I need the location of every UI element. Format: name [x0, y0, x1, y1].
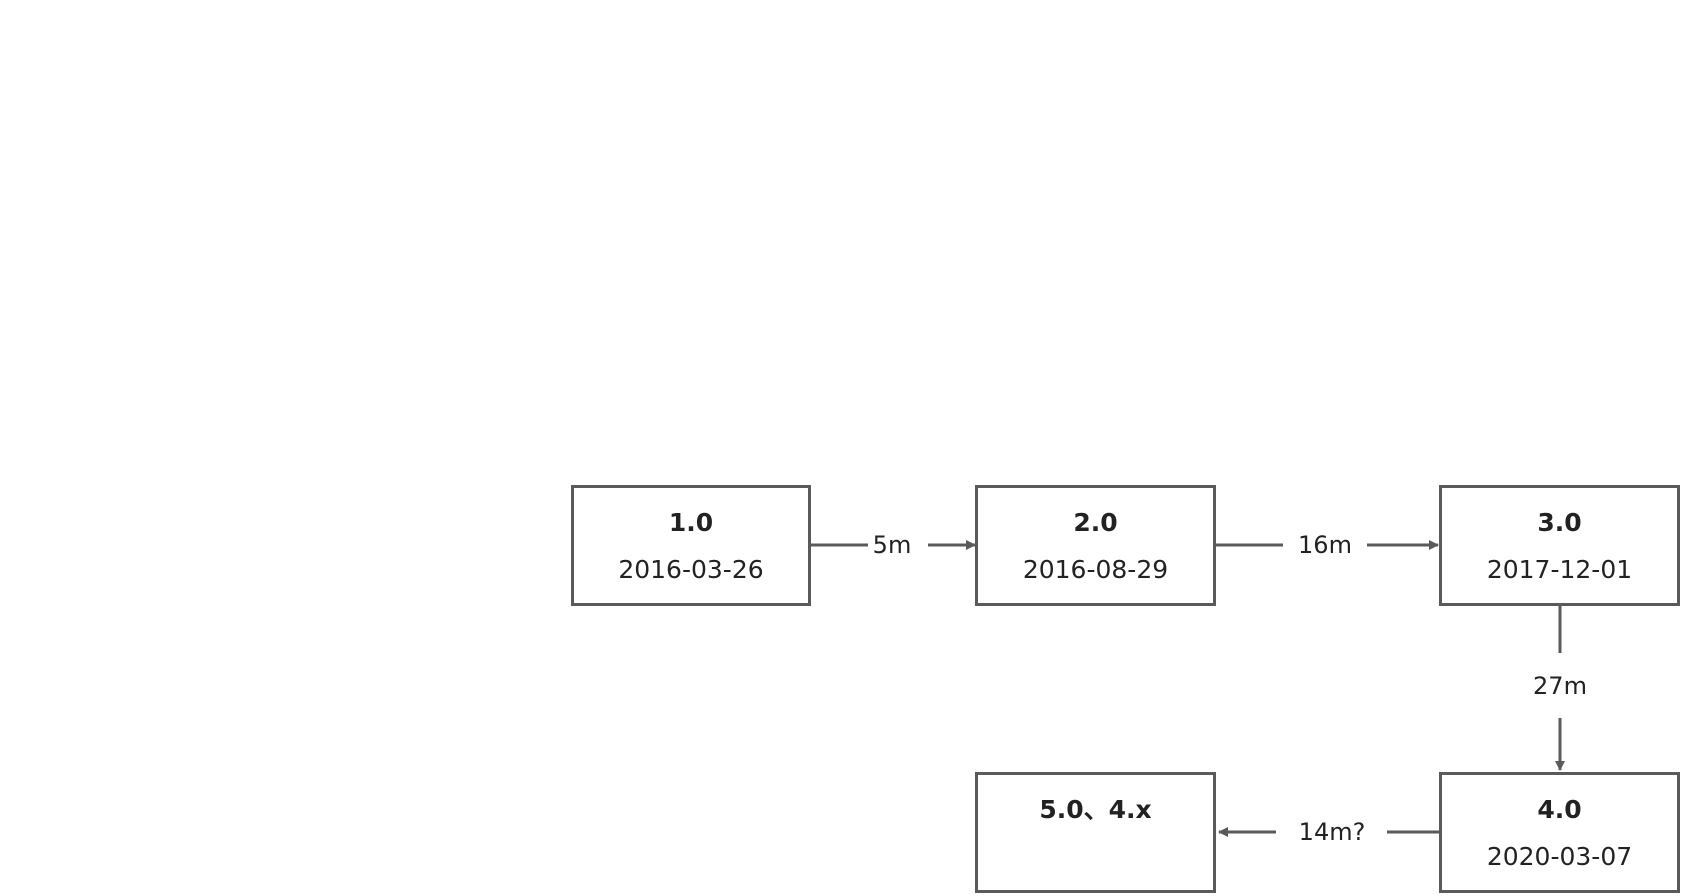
- node-version-1: 1.0 2016-03-26: [571, 485, 811, 606]
- node-version-label: 3.0: [1537, 508, 1582, 537]
- node-version-4: 4.0 2020-03-07: [1439, 772, 1680, 893]
- node-version-2: 2.0 2016-08-29: [975, 485, 1216, 606]
- node-date-label: 2017-12-01: [1486, 555, 1633, 584]
- node-version-3: 3.0 2017-12-01: [1439, 485, 1680, 606]
- node-version-5: 5.0、4.x: [975, 772, 1216, 893]
- edge-label-1-to-2: 5m: [872, 531, 912, 559]
- node-version-label: 4.0: [1537, 795, 1582, 824]
- edge-label-4-to-5: 14m?: [1298, 818, 1366, 846]
- node-date-label: 2016-03-26: [618, 555, 764, 584]
- edge-label-2-to-3: 16m: [1298, 531, 1352, 559]
- edge-label-3-to-4: 27m: [1533, 672, 1587, 700]
- node-date-label: 2020-03-07: [1486, 842, 1633, 871]
- node-date-label: 2016-08-29: [1022, 555, 1169, 584]
- node-version-label: 1.0: [668, 508, 714, 537]
- node-version-label: 5.0、4.x: [1039, 795, 1152, 824]
- node-version-label: 2.0: [1073, 508, 1118, 537]
